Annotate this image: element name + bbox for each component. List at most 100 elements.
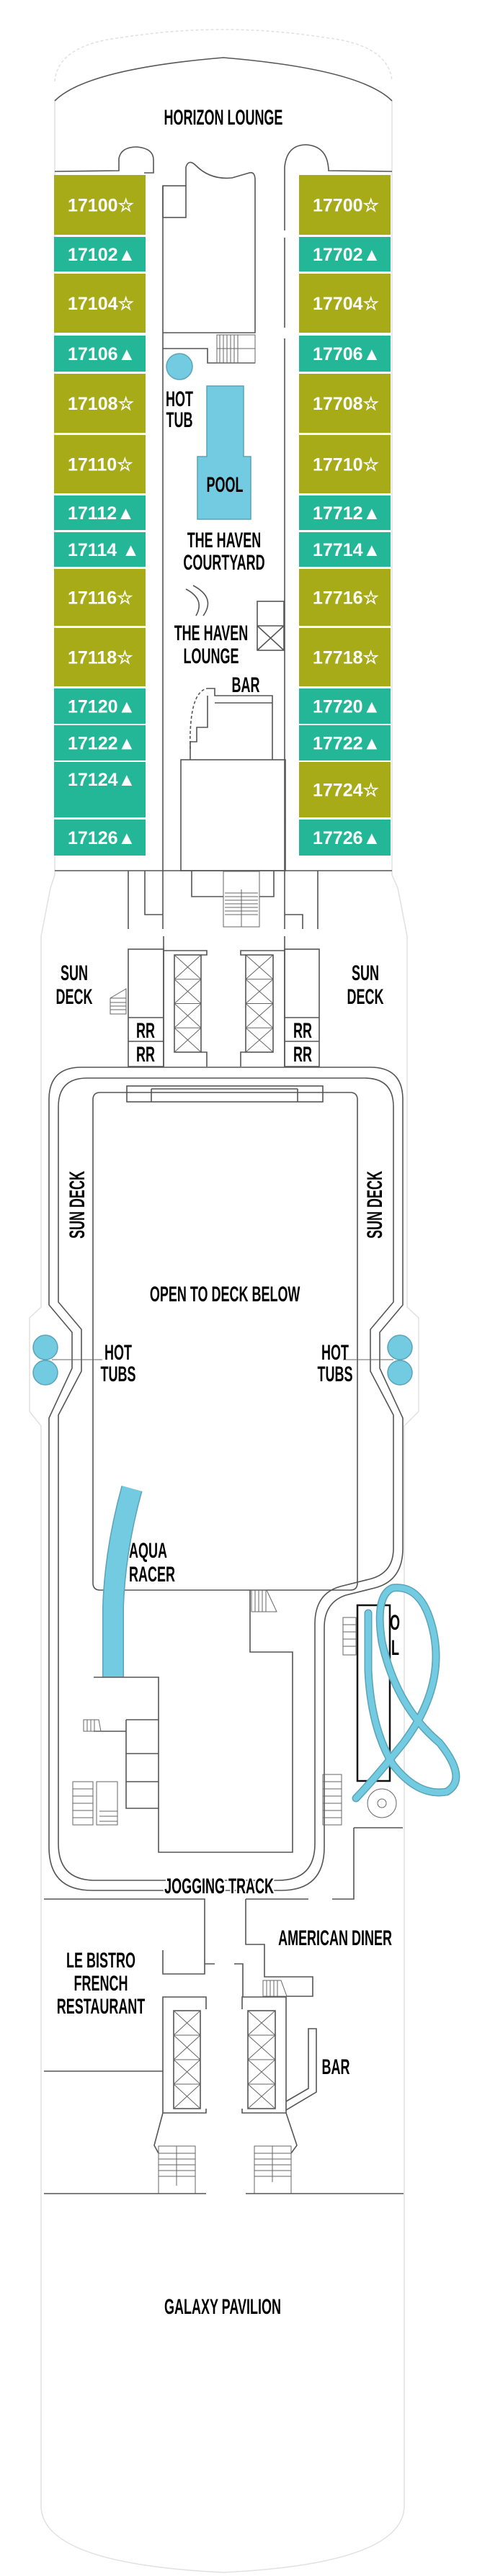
- cabin-17712[interactable]: 17712▲: [299, 495, 391, 530]
- cabin-17116[interactable]: 17116☆: [54, 569, 146, 626]
- ocean-loops-slide: [352, 1584, 460, 1803]
- pool: [197, 385, 251, 520]
- cabin-number: 17120▲: [68, 697, 135, 717]
- label-ocean-loops: L: [391, 1637, 399, 1661]
- label-le-bistro: RESTAURANT: [57, 1996, 146, 2019]
- label-pool: POOL: [207, 474, 244, 498]
- cabin-17702[interactable]: 17702▲: [299, 237, 391, 271]
- cabin-17710[interactable]: 17710☆: [299, 435, 391, 493]
- cabin-number: 17100☆: [68, 196, 135, 216]
- label-jogging-track: JOGGING TRACK: [164, 1875, 274, 1899]
- cabin-block[interactable]: [299, 532, 391, 567]
- cabin-block[interactable]: [299, 688, 391, 724]
- cabin-17120[interactable]: 17120▲: [54, 688, 146, 724]
- cabin-block[interactable]: [299, 336, 391, 372]
- cabin-block[interactable]: [299, 274, 391, 333]
- cabin-block[interactable]: [299, 374, 391, 433]
- cabin-17704[interactable]: 17704☆: [299, 274, 391, 333]
- cabin-block[interactable]: [54, 374, 146, 433]
- cabin-17714[interactable]: 17714▲: [299, 532, 391, 567]
- elevator-icon: [245, 1003, 274, 1028]
- cabin-17110[interactable]: 17110☆: [54, 435, 146, 493]
- stairs: [223, 871, 260, 928]
- cabin-number: 17718☆: [313, 648, 380, 668]
- cabin-block[interactable]: [54, 532, 146, 567]
- elevator-icon: [174, 1003, 202, 1028]
- elevator-icon: [173, 2059, 201, 2085]
- cabin-17114[interactable]: 17114 ▲: [54, 532, 146, 567]
- elevator-icon: [173, 2034, 201, 2060]
- aft-venues-walls: [44, 1898, 404, 2194]
- label-aqua-racer: AQUA: [129, 1540, 167, 1563]
- cabin-17718[interactable]: 17718☆: [299, 628, 391, 686]
- cabin-block[interactable]: [54, 336, 146, 372]
- hot-tub: [166, 353, 193, 380]
- elevator-icon: [173, 2010, 201, 2036]
- cabin-17716[interactable]: 17716☆: [299, 569, 391, 626]
- cabin-block[interactable]: [299, 175, 391, 235]
- cabin-block[interactable]: [54, 274, 146, 333]
- cabin-17122[interactable]: 17122▲: [54, 725, 146, 760]
- cabin-block[interactable]: [299, 569, 391, 626]
- label-haven-courtyard: THE HAVEN: [187, 529, 262, 553]
- cabin-block[interactable]: [54, 175, 146, 235]
- cabin-block[interactable]: [54, 820, 146, 856]
- cabin-17118[interactable]: 17118☆: [54, 628, 146, 686]
- cabin-number: 17104☆: [68, 294, 135, 314]
- cabin-block[interactable]: [299, 820, 391, 856]
- cabin-block[interactable]: [54, 435, 146, 493]
- cabin-block[interactable]: [299, 725, 391, 760]
- cabin-list: 17100☆17102▲17104☆17106▲17108☆17110☆1711…: [54, 175, 391, 856]
- cabin-17112[interactable]: 17112▲: [54, 495, 146, 530]
- elevator-icon: [173, 2083, 201, 2109]
- label-haven-courtyard: COURTYARD: [183, 552, 264, 575]
- cabin-number: 17726▲: [313, 828, 380, 848]
- cabin-number: 17720▲: [313, 697, 380, 717]
- cabin-block[interactable]: [299, 237, 391, 271]
- cabin-block[interactable]: [299, 495, 391, 530]
- cabin-block[interactable]: [54, 628, 146, 686]
- cabin-number: 17712▲: [313, 503, 380, 524]
- label-hot-tubs: TUBS: [101, 1363, 136, 1387]
- label-hot-tubs: HOT: [104, 1342, 132, 1365]
- cabin-17106[interactable]: 17106▲: [54, 336, 146, 372]
- label-hot-tub: TUB: [166, 409, 193, 433]
- hot-tubs: [32, 1334, 413, 1386]
- cabin-block[interactable]: [54, 495, 146, 530]
- cabin-number: 17708☆: [313, 394, 380, 414]
- cabin-17700[interactable]: 17700☆: [299, 175, 391, 235]
- cabin-block[interactable]: [54, 725, 146, 760]
- cabin-block[interactable]: [299, 628, 391, 686]
- cabin-block[interactable]: [54, 688, 146, 724]
- cabin-block[interactable]: [54, 762, 146, 817]
- cabin-17726[interactable]: 17726▲: [299, 820, 391, 856]
- label-sun-deck: SUN: [352, 962, 379, 986]
- cabin-block[interactable]: [299, 435, 391, 493]
- label-open-to-deck-below: OPEN TO DECK BELOW: [150, 1283, 300, 1307]
- cabin-17124[interactable]: 17124▲: [54, 762, 146, 817]
- label-ocean-loops: O: [390, 1612, 400, 1635]
- cabin-17708[interactable]: 17708☆: [299, 374, 391, 433]
- label-haven-lounge: THE HAVEN: [174, 622, 249, 646]
- label-le-bistro: LE BISTRO: [66, 1949, 135, 1973]
- cabin-number: 17710☆: [313, 455, 380, 475]
- cabin-17102[interactable]: 17102▲: [54, 237, 146, 271]
- cabin-17100[interactable]: 17100☆: [54, 175, 146, 235]
- cabin-17108[interactable]: 17108☆: [54, 374, 146, 433]
- cabin-block[interactable]: [54, 237, 146, 271]
- cabin-17706[interactable]: 17706▲: [299, 336, 391, 372]
- cabin-17126[interactable]: 17126▲: [54, 820, 146, 856]
- cabin-17722[interactable]: 17722▲: [299, 725, 391, 760]
- cabin-block[interactable]: [299, 762, 391, 817]
- label-galaxy-pavilion: GALAXY PAVILION: [164, 2296, 281, 2320]
- cabin-block[interactable]: [54, 569, 146, 626]
- cabin-17724[interactable]: 17724☆: [299, 762, 391, 817]
- cabin-number: 17716☆: [313, 588, 380, 609]
- cabin-number: 17114 ▲: [68, 540, 140, 560]
- elevator-bank: [174, 954, 274, 1053]
- label-hot-tubs: HOT: [321, 1342, 349, 1365]
- cabin-17720[interactable]: 17720▲: [299, 688, 391, 724]
- cabin-17104[interactable]: 17104☆: [54, 274, 146, 333]
- elevator-icon: [247, 2010, 276, 2036]
